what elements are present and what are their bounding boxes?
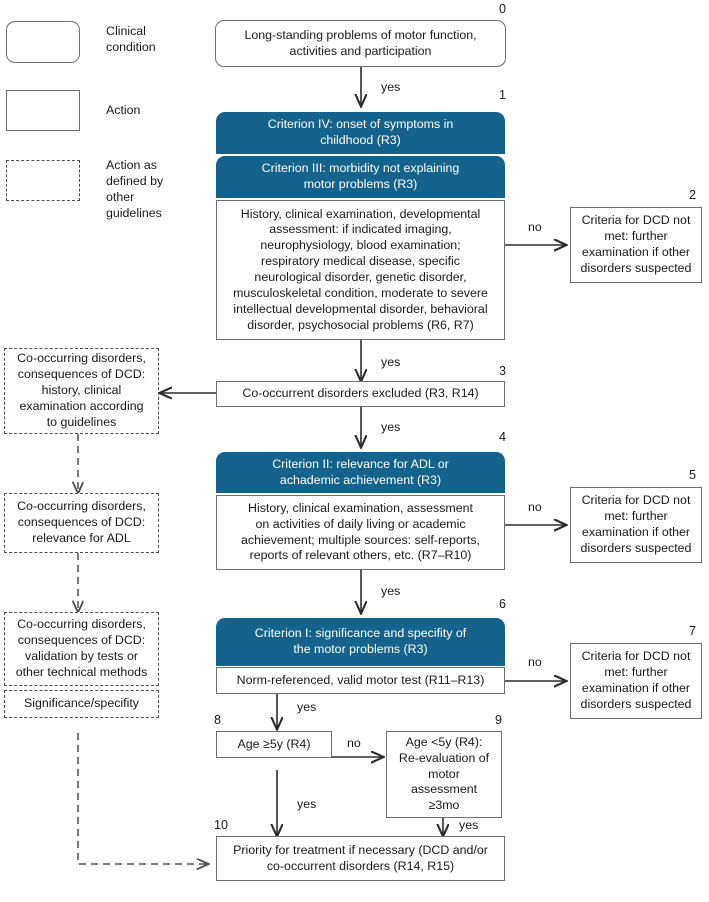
edge-label-8-yes: yes [297, 797, 317, 811]
node-0-clinical-condition[interactable]: Long-standing problems of motor function… [215, 20, 506, 67]
node-9-text: Age <5y (R4): Re-evaluation of motor ass… [398, 734, 490, 813]
side-node-co-occurring-adl[interactable]: Co-occurring disorders, consequences of … [4, 493, 159, 553]
node-3-co-occurrent-excluded[interactable]: Co-occurrent disorders excluded (R3, R14… [216, 381, 505, 407]
node-number-9: 9 [494, 713, 502, 727]
node-4-criterion-ii-text: Criterion II: relevance for ADL or achad… [272, 456, 449, 487]
edge-label-6-no: no [528, 655, 542, 669]
edge-label-4-no: no [528, 500, 542, 514]
node-4-criterion-ii-header[interactable]: Criterion II: relevance for ADL or achad… [216, 452, 505, 493]
node-0-text: Long-standing problems of motor function… [244, 27, 477, 58]
edge-label-3-yes: yes [381, 420, 401, 434]
node-5-criteria-not-met[interactable]: Criteria for DCD not met: further examin… [570, 487, 702, 563]
edge-label-0-yes: yes [381, 80, 401, 94]
node-2-text: Criteria for DCD not met: further examin… [580, 213, 692, 275]
edge-label-8-no: no [347, 736, 361, 750]
side-node-co-occurring-adl-text: Co-occurring disorders, consequences of … [17, 499, 146, 545]
node-number-3: 3 [498, 364, 506, 378]
node-number-6: 6 [498, 597, 506, 611]
legend-label-action: Action [106, 103, 141, 117]
node-number-1: 1 [498, 88, 506, 102]
node-8-age-ge-5y[interactable]: Age ≥5y (R4) [216, 731, 332, 758]
edge-label-1-yes: yes [381, 355, 401, 369]
node-1-assessment-body[interactable]: History, clinical examination, developme… [216, 200, 505, 340]
legend-swatch-clinical-condition [6, 21, 80, 63]
node-9-age-lt-5y-reevaluation[interactable]: Age <5y (R4): Re-evaluation of motor ass… [386, 731, 502, 818]
side-node-co-occurring-validation[interactable]: Co-occurring disorders, consequences of … [4, 612, 159, 686]
node-4-assessment-body[interactable]: History, clinical examination, assessmen… [216, 495, 505, 570]
legend-swatch-action-other-guidelines [6, 160, 80, 201]
edge-label-9-yes: yes [459, 818, 479, 832]
side-node-significance-specifity[interactable]: Significance/specifity [4, 690, 159, 718]
node-7-text: Criteria for DCD not met: further examin… [580, 649, 692, 711]
node-number-8: 8 [214, 713, 222, 727]
legend-label-clinical-condition: Clinical condition [106, 24, 156, 55]
legend-swatch-action [6, 90, 80, 131]
node-8-text: Age ≥5y (R4) [237, 736, 311, 751]
side-node-significance-specifity-text: Significance/specifity [23, 696, 139, 711]
node-7-criteria-not-met[interactable]: Criteria for DCD not met: further examin… [570, 643, 702, 719]
node-4-assessment-text: History, clinical examination, assessmen… [241, 500, 480, 563]
node-1-criterion-iii-header[interactable]: Criterion III: morbidity not explaining … [216, 156, 505, 198]
node-1-criterion-iv-header[interactable]: Criterion IV: onset of symptoms in child… [216, 112, 505, 154]
edge-label-6-yes: yes [297, 700, 317, 714]
node-10-text: Priority for treatment if necessary (DCD… [233, 842, 488, 873]
node-number-0: 0 [498, 2, 506, 16]
node-number-2: 2 [688, 188, 696, 202]
node-number-7: 7 [688, 624, 696, 638]
node-2-criteria-not-met[interactable]: Criteria for DCD not met: further examin… [570, 207, 702, 283]
node-number-4: 4 [498, 430, 506, 444]
node-3-text: Co-occurrent disorders excluded (R3, R14… [242, 386, 479, 401]
side-node-co-occurring-validation-text: Co-occurring disorders, consequences of … [15, 617, 148, 679]
node-number-5: 5 [688, 468, 696, 482]
node-10-priority-for-treatment[interactable]: Priority for treatment if necessary (DCD… [216, 836, 505, 881]
node-1-criterion-iv-text: Criterion IV: onset of symptoms in child… [267, 117, 454, 147]
side-node-co-occurring-history[interactable]: Co-occurring disorders, consequences of … [4, 348, 159, 434]
node-6-criterion-i-header[interactable]: Criterion I: significance and specifity … [216, 618, 505, 666]
node-number-10: 10 [214, 818, 229, 832]
node-6-criterion-i-text: Criterion I: significance and specifity … [254, 626, 467, 656]
node-6-motor-test-body[interactable]: Norm-referenced, valid motor test (R11–R… [216, 667, 505, 694]
edge-label-1-no: no [528, 220, 542, 234]
node-5-text: Criteria for DCD not met: further examin… [580, 493, 692, 555]
legend-label-action-other-guidelines: Action as defined by other guidelines [106, 158, 164, 221]
node-1-assessment-text: History, clinical examination, developme… [233, 206, 488, 332]
side-node-co-occurring-history-text: Co-occurring disorders, consequences of … [17, 351, 146, 429]
edge-label-4-yes: yes [381, 584, 401, 598]
node-6-motor-test-text: Norm-referenced, valid motor test (R11–R… [236, 672, 485, 687]
node-1-criterion-iii-text: Criterion III: morbidity not explaining … [261, 161, 460, 191]
